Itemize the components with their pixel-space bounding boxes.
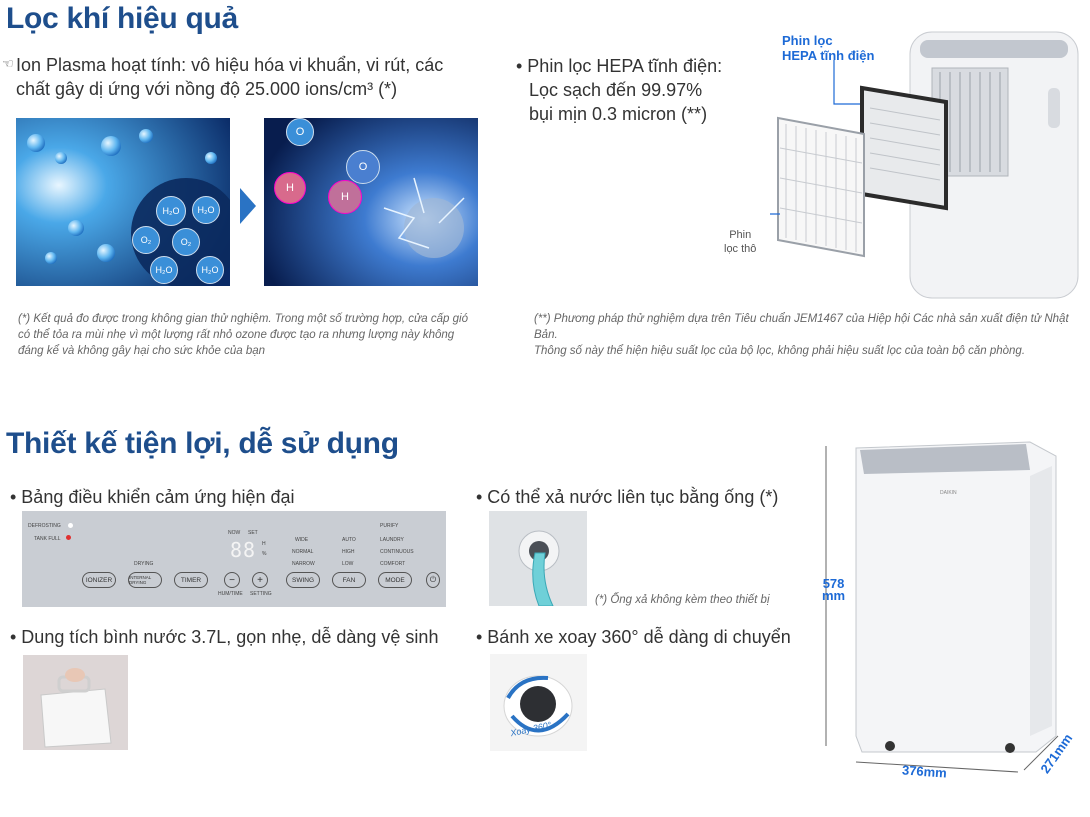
swing-narrow-label: NARROW [292, 561, 315, 567]
fan-auto-label: AUTO [342, 537, 356, 543]
hepa-leader-line [833, 60, 866, 105]
panel-bullet: • Bảng điều khiển cảm ứng hiện đại [10, 487, 295, 507]
wheel-photo: Xoay 360° [490, 654, 587, 751]
digital-display: 88 [230, 538, 257, 562]
o2-molecule: O₂ [132, 226, 160, 254]
minus-button[interactable]: − [224, 572, 240, 588]
h2o-molecule: H₂O [150, 256, 178, 284]
hydrogen-atom: H [328, 180, 362, 214]
hepa-bullet: • Phin lọc HEPA tĩnh điện: Lọc sạch đến … [516, 56, 723, 124]
oxygen-atom: O [286, 118, 314, 146]
drain-footnote: (*) Ống xả không kèm theo thiết bị [595, 594, 770, 606]
width-dimension: 376mm [901, 762, 948, 781]
set-label: SET [248, 530, 258, 536]
fan-high-label: HIGH [342, 549, 355, 555]
water-tank-photo [23, 655, 128, 750]
control-panel: DEFROSTING TANK FULL DRYING NOW SET 88 H… [22, 511, 446, 607]
ion-bullet: Ion Plasma hoạt tính: vô hiệu hóa vi khu… [16, 55, 444, 99]
humidity-unit-h: H [262, 541, 266, 547]
arrow-right-icon [240, 188, 256, 224]
humidity-unit-pct: % [262, 551, 267, 557]
section-title-air-filter: Lọc khí hiệu quả [6, 2, 238, 35]
swing-button[interactable]: SWING [286, 572, 320, 588]
dehumidifier-dimensions-illustration [825, 441, 1059, 773]
wheel-bullet: • Bánh xe xoay 360° dễ dàng di chuyển [476, 627, 791, 647]
h2o-molecule: H₂O [192, 196, 220, 224]
hum-time-label: HUM/TIME [218, 591, 243, 597]
mode-purify-label: PURIFY [380, 523, 399, 529]
swing-wide-label: WIDE [295, 537, 309, 543]
tank-full-label: TANK FULL [34, 536, 61, 542]
coarse-filter-label: Phin lọc thô [724, 229, 757, 255]
section-title-design: Thiết kế tiện lợi, dễ sử dụng [6, 427, 399, 460]
drain-bullet: • Có thể xả nước liên tục bằng ống (*) [476, 487, 779, 507]
tank-bullet: • Dung tích bình nước 3.7L, gọn nhẹ, dễ … [10, 627, 439, 647]
mode-comfort-label: COMFORT [380, 561, 406, 567]
mode-continuous-label: CONTINUOUS [380, 549, 414, 555]
fan-low-label: LOW [342, 561, 354, 567]
plasma-ion-image: H₂O H₂O O₂ O₂ H₂O H₂O [16, 118, 230, 286]
dehumidifier-filters-illustration [770, 31, 1079, 299]
tank-full-indicator [66, 535, 71, 540]
mode-laundry-label: LAUNDRY [380, 537, 404, 543]
drain-hose-photo [489, 511, 587, 607]
hydrogen-atom: H [274, 172, 306, 204]
timer-button[interactable]: TIMER [174, 572, 208, 588]
hepa-filter-label: Phin lọc HEPA tĩnh điện [782, 33, 875, 63]
plasma-reaction-image: O O H H [264, 118, 478, 286]
ionizer-button[interactable]: IONIZER [82, 572, 116, 588]
swing-normal-label: NORMAL [292, 549, 314, 555]
power-button[interactable]: ⏻ [426, 572, 440, 588]
mode-button[interactable]: MODE [378, 572, 412, 588]
setting-label: SETTING [250, 591, 272, 597]
oxygen-atom: O [346, 150, 380, 184]
hepa-footnote: (**) Phương pháp thử nghiệm dựa trên Tiê… [534, 313, 1069, 357]
defrosting-indicator [68, 523, 73, 528]
plus-button[interactable]: + [252, 572, 268, 588]
brand-logo: DAIKIN [940, 490, 957, 496]
ion-footnote: (*) Kết quả đo được trong không gian thử… [18, 313, 468, 357]
drying-label: DRYING [134, 561, 154, 567]
internal-drying-button[interactable]: INTERNAL DRYING [128, 572, 162, 588]
hand-pointer-icon: ☜ [2, 56, 14, 71]
height-dimension: 578 mm [822, 576, 846, 603]
h2o-molecule: H₂O [156, 196, 186, 226]
fan-button[interactable]: FAN [332, 572, 366, 588]
defrosting-label: DEFROSTING [28, 523, 61, 529]
now-label: NOW [228, 530, 241, 536]
o2-molecule: O₂ [172, 228, 200, 256]
h2o-molecule: H₂O [196, 256, 224, 284]
